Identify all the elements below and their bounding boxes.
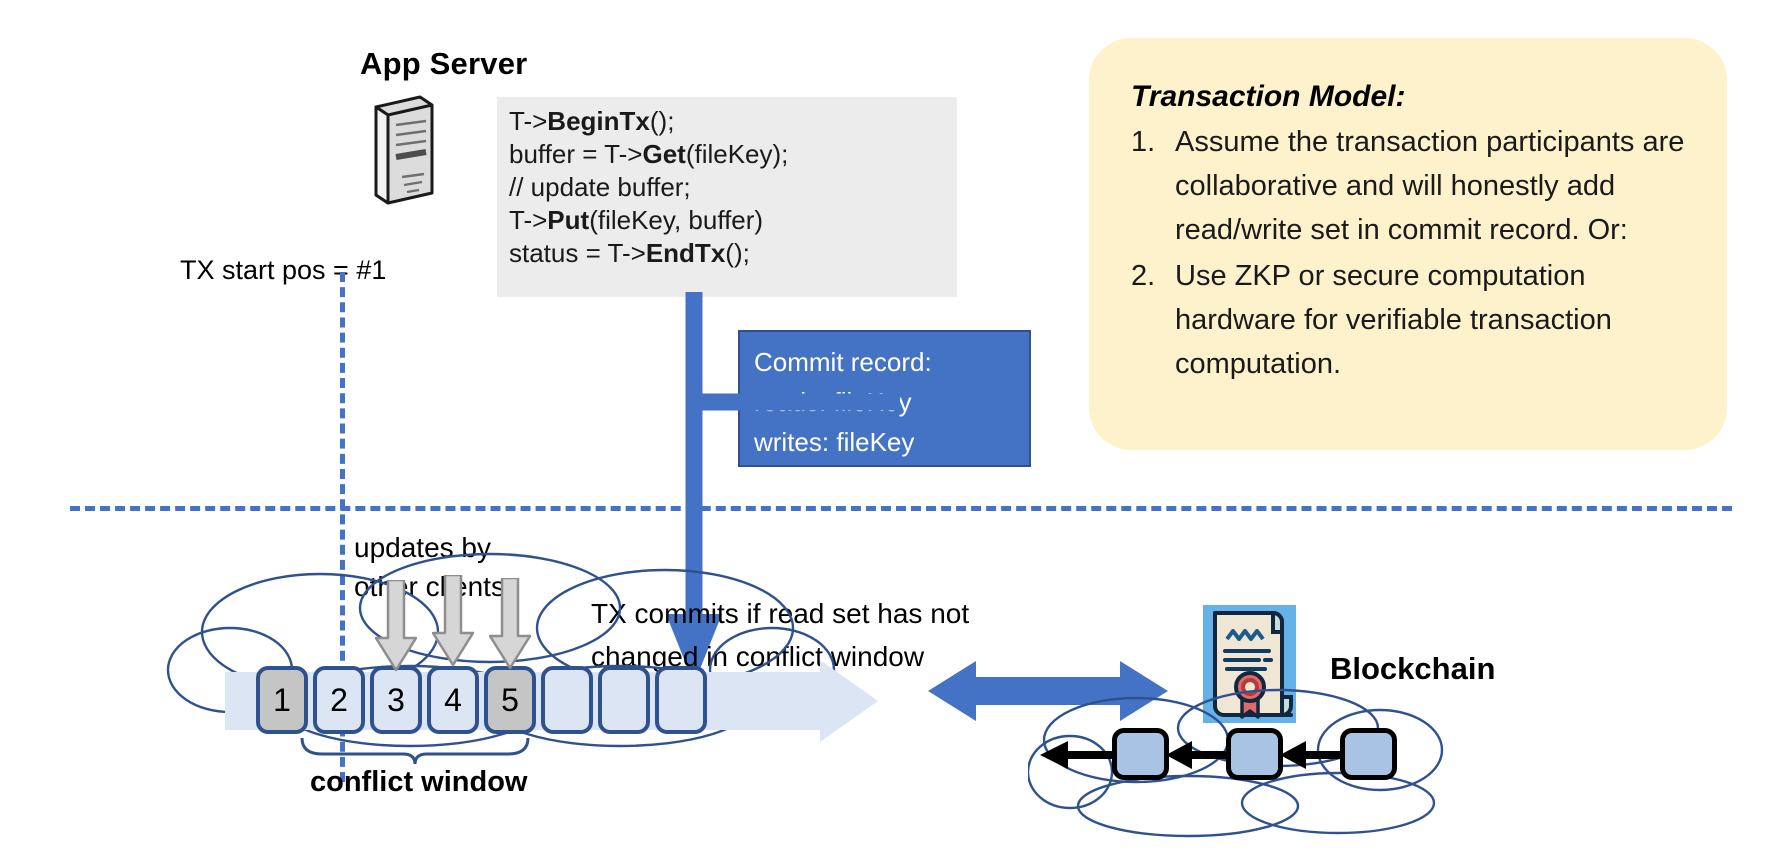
commit-record-writes: writes: fileKey <box>754 427 915 457</box>
updates-label-line1: updates by <box>354 532 491 563</box>
log-block[interactable]: 4 <box>427 666 479 734</box>
tx-start-pos-label: TX start pos = #1 <box>180 255 387 285</box>
log-block[interactable] <box>541 666 593 734</box>
log-block[interactable] <box>655 666 707 734</box>
transaction-model-box: Transaction Model: 1. Assume the transac… <box>1089 38 1727 450</box>
chain-link-arrow-icon <box>1166 740 1228 770</box>
log-block-list: 1 2 3 4 5 <box>256 666 707 736</box>
log-block[interactable]: 5 <box>484 666 536 734</box>
code-line: status = T->EndTx(); <box>509 238 750 268</box>
chain-block[interactable] <box>1340 728 1397 780</box>
tx-start-dashed-line <box>340 272 345 782</box>
code-line: // update buffer; <box>509 172 691 202</box>
blockchain-label: Blockchain <box>1330 651 1496 686</box>
log-tail-arrow <box>820 660 880 742</box>
transaction-model-item: 1. Assume the transaction participants a… <box>1131 120 1697 252</box>
app-server-title: App Server <box>360 46 528 81</box>
layer-divider-dashed-line <box>70 506 1732 511</box>
code-line: T->Put(fileKey, buffer) <box>509 205 764 235</box>
chain-block[interactable] <box>1226 728 1283 780</box>
transaction-model-title: Transaction Model: <box>1131 80 1406 113</box>
commit-flow-arrow <box>630 292 930 712</box>
list-number: 2. <box>1131 260 1156 292</box>
update-arrow-icon <box>374 578 418 672</box>
updates-by-other-clients-label: updates by other clients <box>354 528 505 606</box>
update-arrow-icon <box>431 573 475 667</box>
list-text: Assume the transaction participants are … <box>1175 126 1685 246</box>
code-block: T->BeginTx(); buffer = T->Get(fileKey); … <box>497 97 957 297</box>
commit-record-box: Commit record: reads: fileKey writes: fi… <box>738 330 1031 467</box>
code-line: T->BeginTx(); <box>509 106 675 136</box>
code-line: buffer = T->Get(fileKey); <box>509 139 789 169</box>
conflict-window-brace <box>300 737 530 765</box>
commit-record-title: Commit record: <box>754 347 932 377</box>
chain-block[interactable] <box>1112 728 1169 780</box>
log-block[interactable] <box>598 666 650 734</box>
log-block[interactable]: 1 <box>256 666 308 734</box>
conflict-window-label: conflict window <box>310 766 528 798</box>
server-tower-icon <box>368 95 438 205</box>
update-arrow-icon <box>488 576 532 670</box>
transaction-model-item: 2. Use ZKP or secure computation hardwar… <box>1131 254 1697 386</box>
log-block[interactable]: 2 <box>313 666 365 734</box>
list-number: 1. <box>1131 126 1156 158</box>
log-block[interactable]: 3 <box>370 666 422 734</box>
list-text: Use ZKP or secure computation hardware f… <box>1175 260 1612 380</box>
chain-link-arrow-icon <box>1040 740 1114 770</box>
chain-link-arrow-icon <box>1280 740 1342 770</box>
updates-label-line2: other clients <box>354 571 505 602</box>
sync-double-arrow <box>928 655 1168 727</box>
